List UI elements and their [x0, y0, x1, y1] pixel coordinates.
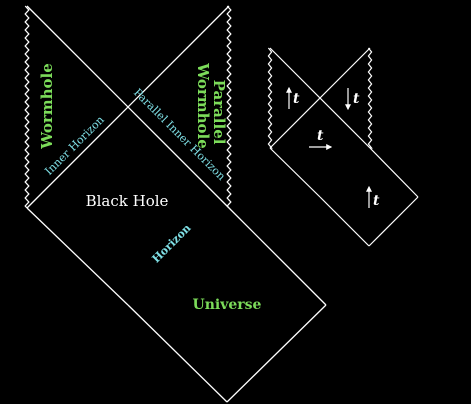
wormhole-label: Wormhole [38, 63, 56, 150]
parallel-wormhole-outer-edge [26, 5, 230, 209]
black-hole-left-edge [26, 207, 129, 306]
time-arrows [286, 86, 372, 208]
time-diagram-right-zigzag [367, 47, 373, 149]
parallel-wormhole-singularity-zigzag [226, 5, 232, 209]
time-diagram-edge-5 [319, 196, 370, 247]
universe-top-right-edge [228, 207, 327, 306]
time-diagram-edge-2 [269, 47, 371, 149]
time-symbol-lower: t [373, 193, 380, 209]
main-penrose-diagram [24, 5, 327, 403]
time-symbol-middle: t [317, 128, 324, 144]
time-diagram-left-zigzag [267, 47, 273, 149]
time-direction-diagram [267, 47, 419, 247]
parallel-wormhole-label-line2: Wormhole [194, 62, 212, 149]
time-diagram-edge-4 [369, 147, 419, 198]
universe-label: Universe [193, 297, 262, 313]
time-diagram-edge-6 [368, 196, 419, 247]
universe-bottom-right-edge [226, 304, 327, 403]
horizon-label: Horizon [149, 221, 193, 265]
time-symbol-upper-right: t [353, 91, 360, 107]
universe-bottom-left-edge [127, 304, 228, 403]
parallel-wormhole-label-line1: Parallel [210, 80, 228, 145]
wormhole-singularity-zigzag [24, 5, 30, 209]
black-hole-label: Black Hole [86, 192, 169, 210]
time-symbol-upper-left: t [293, 91, 300, 107]
time-diagram-edge-3 [269, 147, 321, 198]
